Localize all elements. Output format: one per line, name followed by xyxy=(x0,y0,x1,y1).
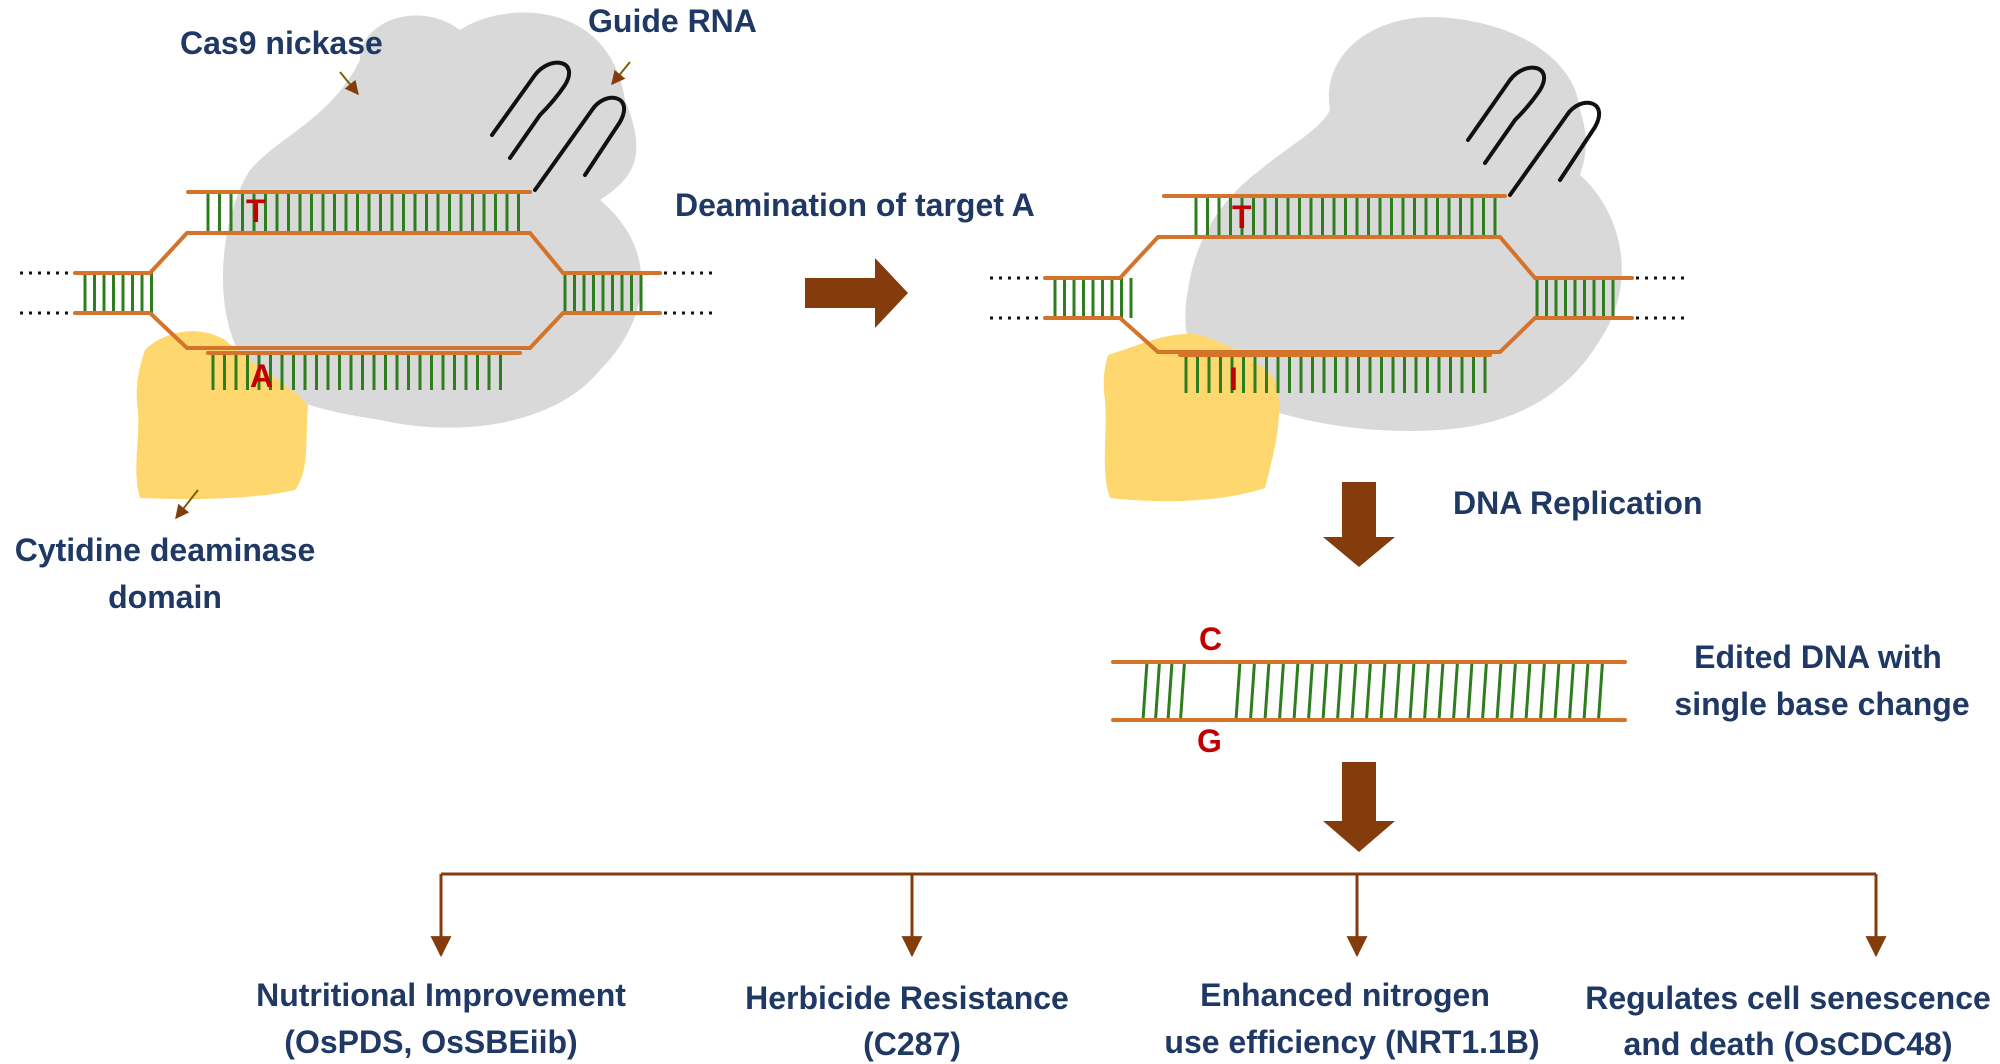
base-pair-rung xyxy=(1307,661,1314,721)
base-pair-rung xyxy=(1394,661,1401,721)
deamination-step-label: Deamination of target A xyxy=(675,187,1035,223)
edited-base-c: C xyxy=(1199,621,1222,657)
guide-rna-label: Guide RNA xyxy=(588,3,757,39)
base-pair-rung xyxy=(1524,661,1532,721)
outcome-nitrogen: Enhanced nitrogen use efficiency (NRT1.1… xyxy=(1164,977,1539,1060)
base-pair-rung xyxy=(1141,661,1149,721)
base-pair-rung xyxy=(1452,661,1459,721)
right-base-pairs xyxy=(1053,196,1615,393)
replication-arrow xyxy=(1323,482,1395,567)
outcome-nutrition: Nutritional Improvement (OsPDS, OsSBEiib… xyxy=(256,977,626,1060)
deaminase-label-line2: domain xyxy=(108,579,222,615)
base-pair-rung xyxy=(1597,661,1604,721)
right-complex: T I xyxy=(990,16,1684,502)
outcome-nitrogen-line2: use efficiency (NRT1.1B) xyxy=(1164,1024,1539,1060)
left-complex: T A Cas9 nickase Guide RNA Cytidine deam… xyxy=(15,3,757,615)
left-target-base-t: T xyxy=(246,193,266,229)
outcome-herbicide: Herbicide Resistance (C287) xyxy=(745,980,1069,1062)
base-pair-rung xyxy=(1350,661,1358,721)
base-pair-rung xyxy=(1510,661,1517,721)
edited-base-pairs xyxy=(1141,661,1604,721)
right-target-base-t: T xyxy=(1232,199,1252,235)
outcome-herbicide-line2: (C287) xyxy=(863,1026,961,1062)
base-pair-rung xyxy=(1582,661,1590,721)
outcome-main-arrow xyxy=(1323,762,1395,852)
outcome-senescence-line2: and death (OsCDC48) xyxy=(1624,1026,1953,1062)
base-pair-rung xyxy=(1568,661,1575,721)
base-pair-rung xyxy=(1234,661,1242,721)
base-pair-rung xyxy=(1437,661,1445,721)
base-pair-rung xyxy=(1249,661,1256,721)
deamination-arrow xyxy=(805,258,908,328)
base-pair-rung xyxy=(1539,661,1546,721)
edited-dna-label-line2: single base change xyxy=(1674,686,1969,722)
base-pair-rung xyxy=(1379,661,1387,721)
base-pair-rung xyxy=(1466,661,1474,721)
outcome-nutrition-line2: (OsPDS, OsSBEiib) xyxy=(284,1024,577,1060)
base-pair-rung xyxy=(1495,661,1503,721)
left-guide-rna xyxy=(490,60,627,192)
base-pair-rung xyxy=(1292,661,1300,721)
base-pair-rung xyxy=(1481,661,1488,721)
outcome-branches xyxy=(430,872,1887,958)
deaminase-domain xyxy=(136,331,308,500)
left-base-pairs xyxy=(83,192,643,390)
edited-dna: C G xyxy=(1111,621,1627,759)
base-pair-rung xyxy=(1553,661,1561,721)
outcome-nutrition-line1: Nutritional Improvement xyxy=(256,977,626,1013)
edited-base-g: G xyxy=(1197,723,1222,759)
deaminase-pointer-arrow xyxy=(175,489,199,520)
cas9-pointer-arrow xyxy=(339,71,359,96)
deaminase-domain-right xyxy=(1103,334,1280,502)
cas9-nickase-label: Cas9 nickase xyxy=(180,25,383,61)
edited-dna-label-line1: Edited DNA with xyxy=(1694,639,1942,675)
deaminase-label-line1: Cytidine deaminase xyxy=(15,532,316,568)
base-pair-rung xyxy=(1336,661,1343,721)
replication-step-label: DNA Replication xyxy=(1453,485,1703,521)
left-dna-backbone xyxy=(73,190,662,355)
right-dna-backbone xyxy=(1043,194,1634,357)
base-pair-rung xyxy=(1154,661,1161,721)
base-pair-rung xyxy=(1423,661,1430,721)
outcome-nitrogen-line1: Enhanced nitrogen xyxy=(1200,977,1490,1013)
outcome-senescence: Regulates cell senescence and death (OsC… xyxy=(1585,980,1991,1062)
base-pair-rung xyxy=(1263,661,1271,721)
outcome-senescence-line1: Regulates cell senescence xyxy=(1585,980,1991,1016)
base-pair-rung xyxy=(1408,661,1416,721)
base-pair-rung xyxy=(1365,661,1372,721)
left-target-base-a: A xyxy=(250,358,273,394)
right-guide-rna xyxy=(1466,65,1602,197)
right-target-base-i: I xyxy=(1229,361,1238,397)
base-pair-rung xyxy=(1321,661,1329,721)
outcome-herbicide-line1: Herbicide Resistance xyxy=(745,980,1069,1016)
base-pair-rung xyxy=(1166,661,1174,721)
base-pair-rung xyxy=(1179,661,1186,721)
base-pair-rung xyxy=(1278,661,1285,721)
guide-rna-pointer-arrow xyxy=(611,61,631,86)
